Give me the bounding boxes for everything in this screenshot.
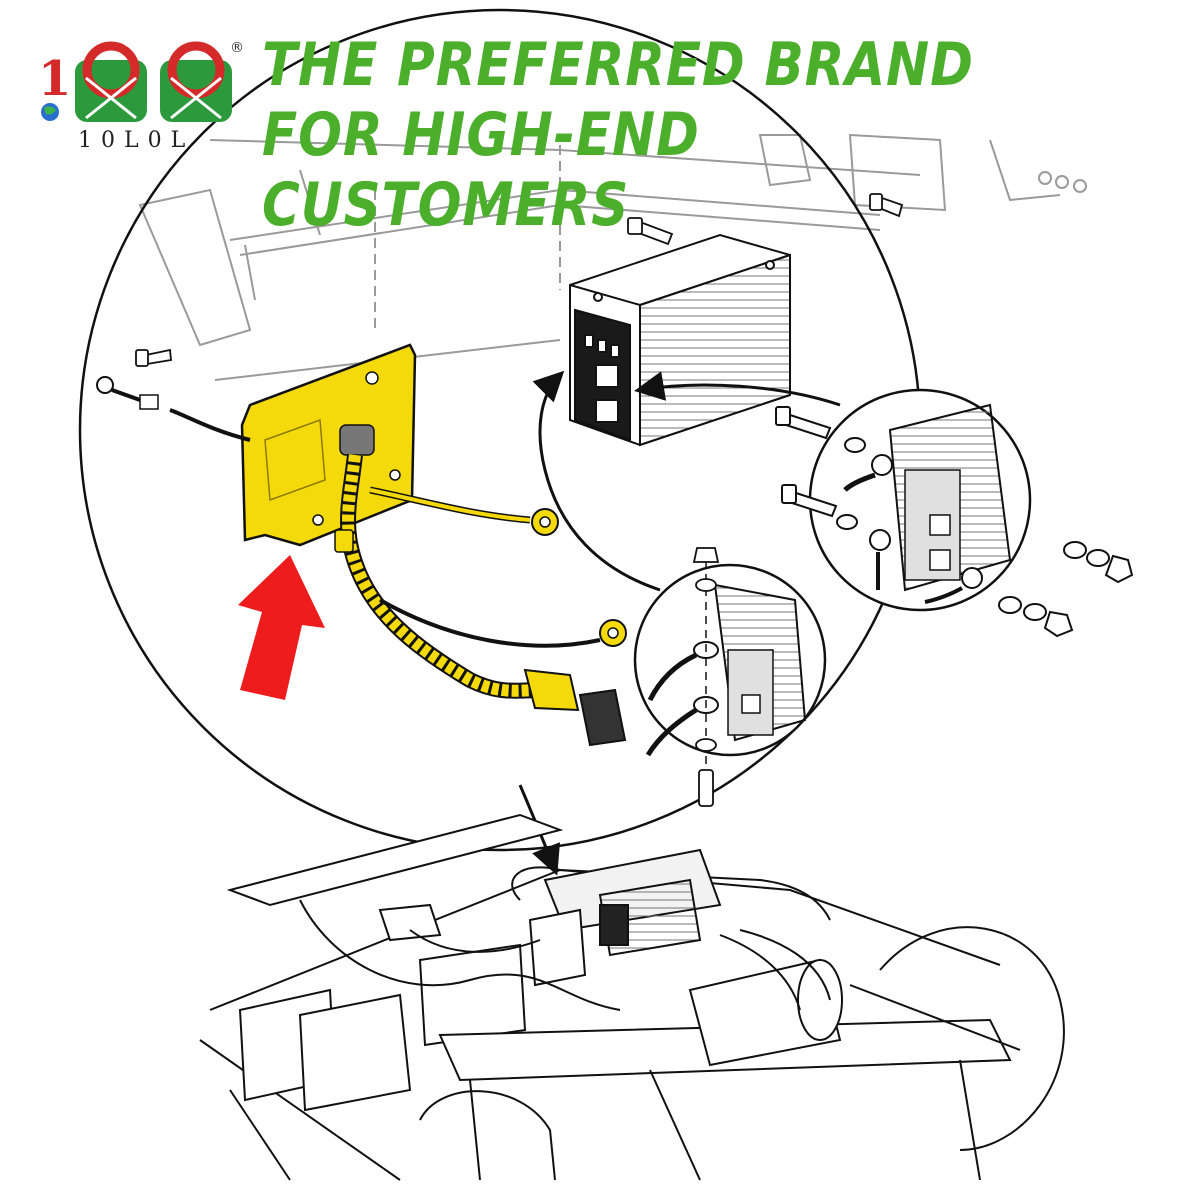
logo-digit: 1: [38, 51, 71, 107]
red-indicator-arrow: [238, 555, 325, 700]
speed-controller: [569, 233, 791, 447]
detail-circle-lower: [633, 547, 827, 807]
brand-logo: 1: [38, 41, 232, 122]
logo-wordmark: 10L0L: [78, 128, 195, 153]
cart-chassis: [199, 813, 1065, 1181]
cart-body-background: [138, 133, 1087, 381]
wire-harness: [340, 454, 541, 699]
highlighted-part: [96, 343, 627, 747]
headline: THE PREFERRED BRAND FOR HIGH-END CUSTOME…: [262, 30, 974, 240]
detail-circle-right: [808, 388, 1032, 612]
mounting-bolts: [135, 193, 904, 367]
yellow-plate: [240, 343, 417, 547]
hardware-right: [775, 406, 1134, 638]
registered-mark: ®: [230, 40, 244, 56]
